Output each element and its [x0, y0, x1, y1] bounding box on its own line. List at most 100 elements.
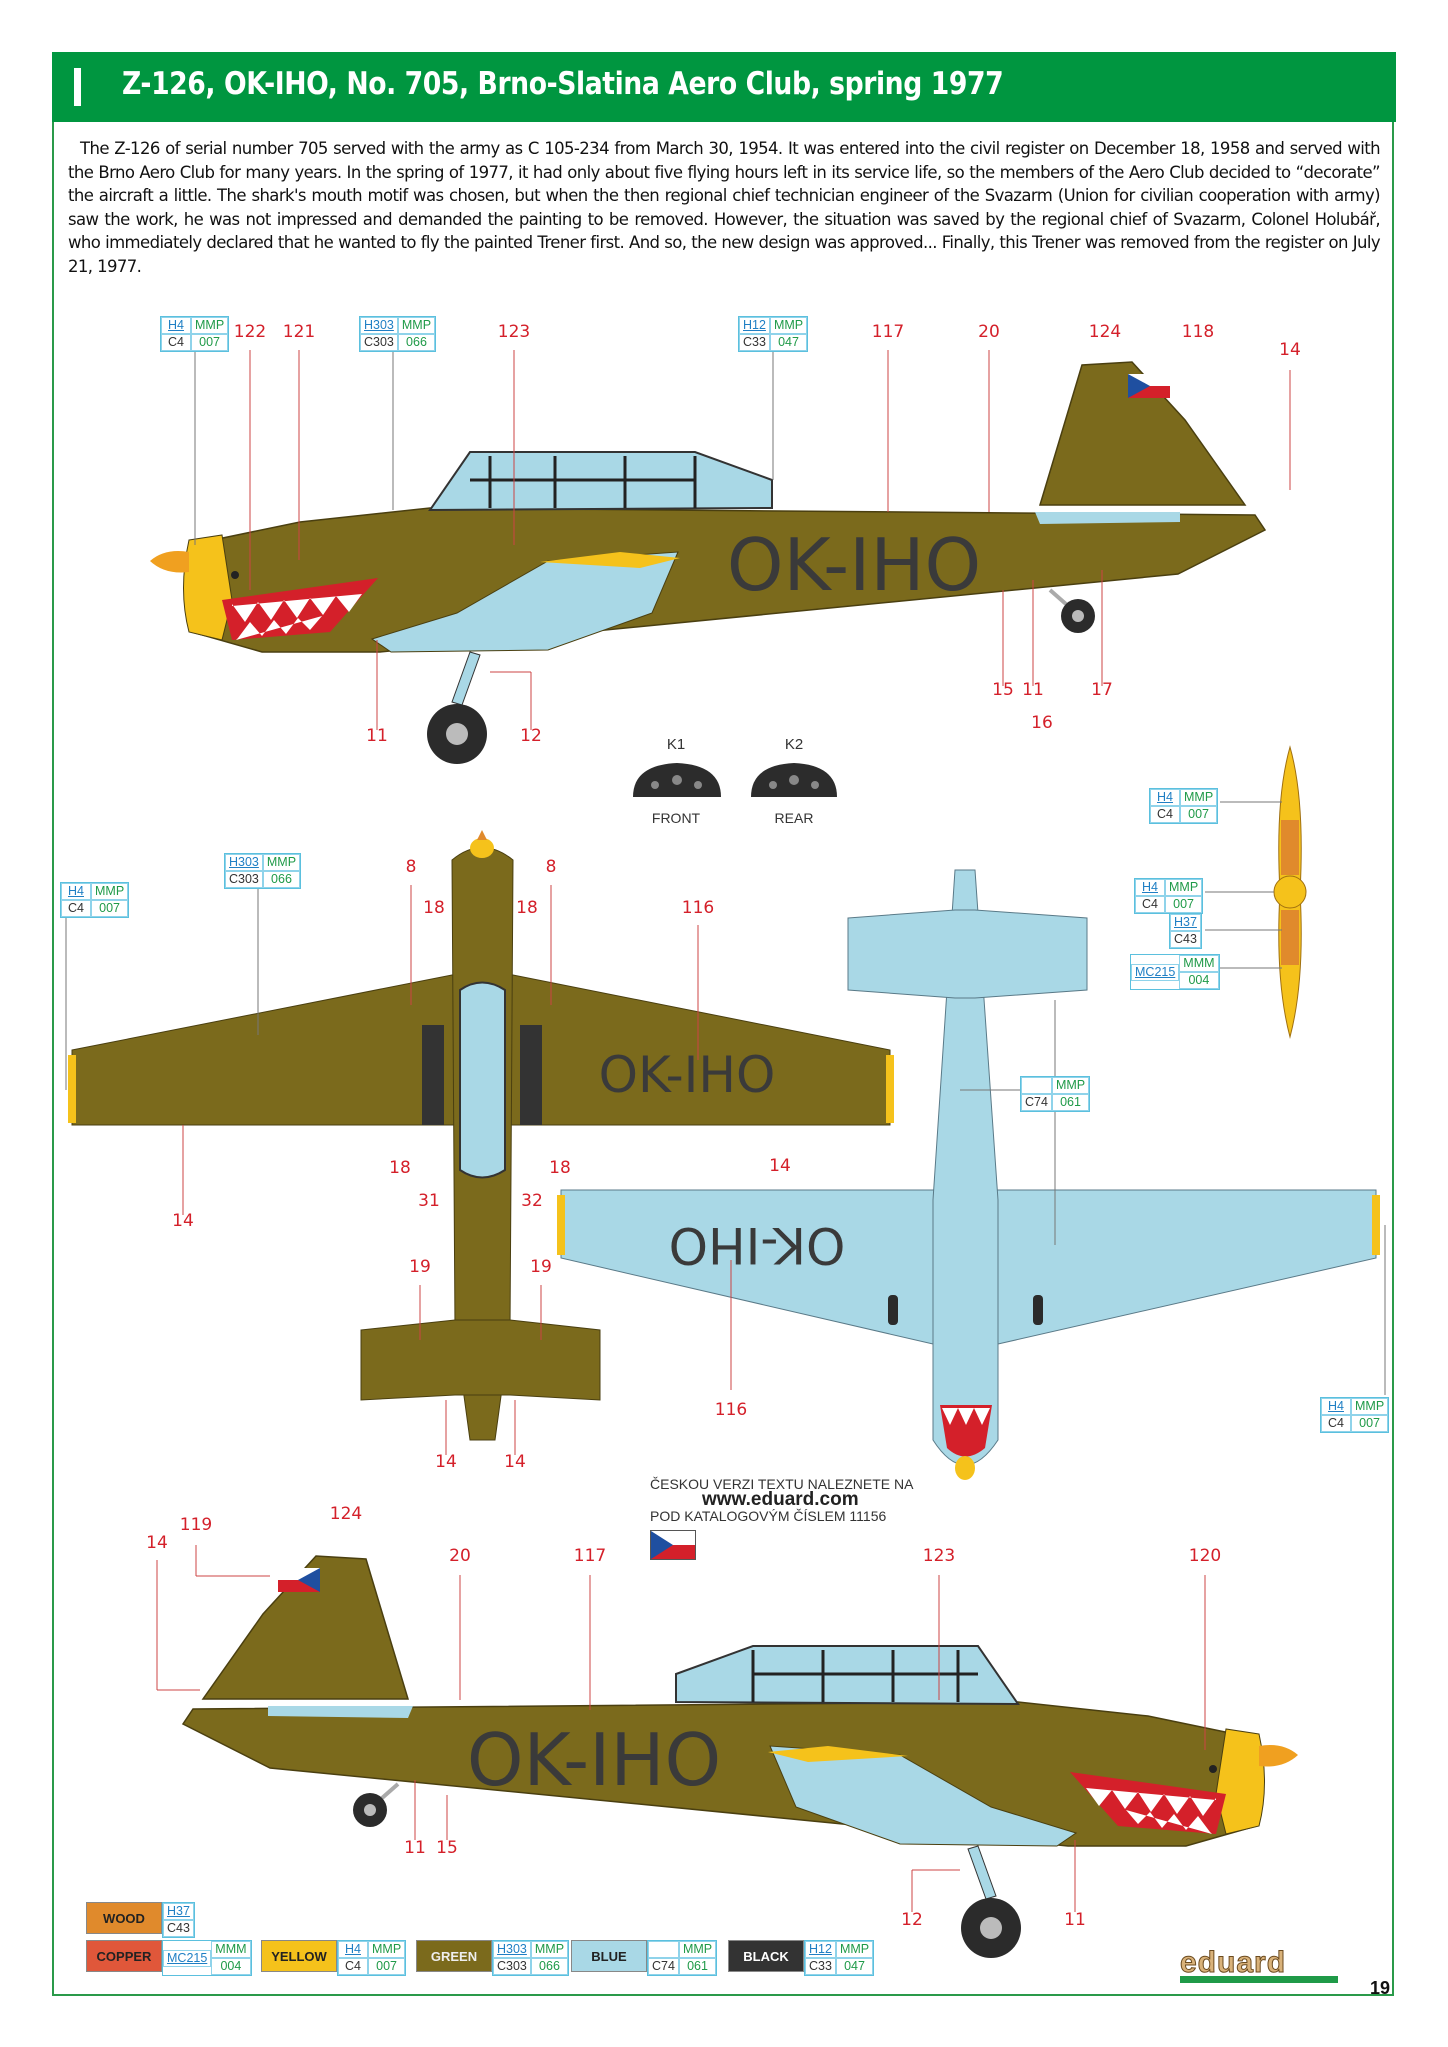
paint-code — [648, 1941, 679, 1958]
legend-swatch: YELLOW — [261, 1940, 337, 1972]
paint-code: MMP — [191, 317, 229, 334]
paint-code: C4 — [161, 334, 191, 351]
paint-code: MMP — [1165, 879, 1203, 896]
paint-code: 004 — [1179, 972, 1219, 989]
czech-note-line-2: POD KATALOGOVÝM ČÍSLEM 11156 — [650, 1508, 887, 1524]
part-label: 116 — [681, 898, 715, 918]
paint-code: H303 — [493, 1941, 531, 1958]
eduard-logo: eduard — [1179, 1946, 1287, 1980]
panel-code-k1: K1 — [666, 736, 686, 753]
paint-code: 061 — [678, 1958, 717, 1975]
paint-code: MMP — [262, 854, 301, 871]
paint-code: MMP — [368, 1941, 406, 1958]
legend-swatch: GREEN — [416, 1940, 492, 1972]
paint-code: MC215 — [1131, 963, 1180, 981]
paint-code: H12 — [739, 317, 770, 334]
part-label: 20 — [978, 322, 1000, 342]
legend-swatch: BLUE — [571, 1940, 647, 1972]
paint-code: 004 — [211, 1958, 251, 1975]
paint-code: MMP — [678, 1941, 717, 1958]
registration-side-2: OK-IHO — [467, 1718, 721, 1802]
paint-code: MMM — [1179, 955, 1219, 972]
paint-code: MMP — [769, 317, 808, 334]
part-label: 14 — [435, 1452, 457, 1472]
part-label: 14 — [504, 1452, 526, 1472]
part-label: 124 — [329, 1504, 363, 1524]
part-label: 18 — [423, 898, 445, 918]
part-label: 123 — [922, 1546, 956, 1566]
paint-code: MMM — [211, 1941, 251, 1958]
paint-code: 007 — [91, 900, 129, 917]
registration-side-1: OK-IHO — [727, 523, 981, 607]
part-label: 18 — [549, 1158, 571, 1178]
paint-code: MMP — [835, 1941, 874, 1958]
top-view-planform — [68, 830, 894, 1441]
paint-code: C4 — [1321, 1415, 1351, 1432]
paint-code: C74 — [1021, 1094, 1052, 1111]
paint-code: 066 — [262, 871, 301, 888]
paint-code: H303 — [360, 317, 398, 334]
title-accent-bar — [74, 68, 81, 106]
paint-code: MMP — [530, 1941, 569, 1958]
part-label: 20 — [449, 1546, 471, 1566]
paint-code: H4 — [338, 1941, 368, 1958]
leader-lines-top — [182, 885, 699, 1455]
part-label: 12 — [520, 726, 542, 746]
part-label: 120 — [1188, 1546, 1222, 1566]
paint-code: C33 — [739, 334, 770, 351]
propeller-detail — [1205, 745, 1307, 1039]
part-label: 17 — [1091, 680, 1113, 700]
part-label: 31 — [418, 1191, 440, 1211]
paint-code: C43 — [1170, 931, 1201, 948]
leader-lines-side-1 — [249, 350, 1291, 730]
paint-code — [1021, 1077, 1052, 1094]
paint-code: MMP — [397, 317, 436, 334]
part-label: 32 — [521, 1191, 543, 1211]
paint-code: 066 — [530, 1958, 569, 1975]
paint-code: H4 — [1321, 1398, 1351, 1415]
eduard-logo-bar — [1180, 1976, 1338, 1983]
czech-note-line-1: ČESKOU VERZI TEXTU NALEZNETE NA — [650, 1476, 914, 1492]
part-label: 11 — [1064, 1910, 1086, 1930]
paint-code: C4 — [61, 900, 91, 917]
paint-code: H4 — [1135, 879, 1165, 896]
legend-swatch: WOOD — [86, 1902, 162, 1934]
eduard-website-link[interactable]: www.eduard.com — [702, 1489, 859, 1510]
callout-lines-top — [65, 885, 259, 1090]
leader-lines-side-2 — [156, 1545, 1206, 1912]
paint-code: 047 — [835, 1958, 874, 1975]
paint-code: 007 — [191, 334, 229, 351]
page-number: 19 — [1370, 1978, 1391, 1998]
part-label: 122 — [233, 322, 267, 342]
paint-code: 007 — [1165, 896, 1203, 913]
paint-code: 066 — [397, 334, 436, 351]
paint-code: 007 — [1351, 1415, 1389, 1432]
paint-code: H4 — [1150, 789, 1180, 806]
part-label: 123 — [497, 322, 531, 342]
part-label: 14 — [172, 1211, 194, 1231]
part-label: 124 — [1088, 322, 1122, 342]
paint-code: C74 — [648, 1958, 679, 1975]
side-view-left-profile — [148, 360, 1267, 766]
bottom-view-planform — [557, 869, 1380, 1480]
part-label: 19 — [409, 1257, 431, 1277]
paint-code: H4 — [161, 317, 191, 334]
part-label: 19 — [530, 1257, 552, 1277]
part-label: 15 — [436, 1838, 458, 1858]
part-label: 117 — [871, 322, 905, 342]
czech-version-note: ČESKOU VERZI TEXTU NALEZNETE NA www.edua… — [650, 1476, 913, 1524]
part-label: 14 — [1279, 340, 1301, 360]
part-label: 117 — [573, 1546, 607, 1566]
